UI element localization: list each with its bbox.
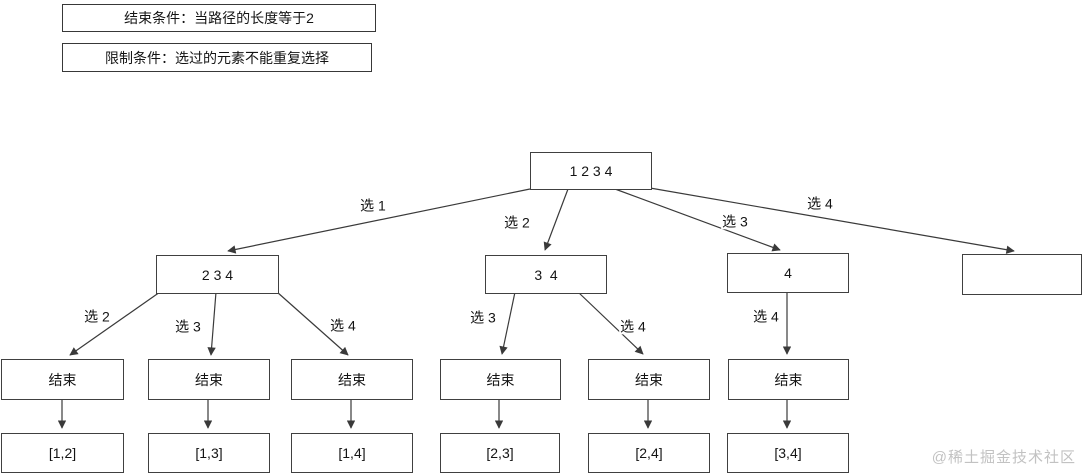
root-node-1234: 1 2 3 4 [530,152,652,190]
edge-234-to-end1 [69,291,161,356]
edge-label-234-pick2: 选 2 [83,308,111,325]
edge-label-pick1: 选 1 [359,197,387,214]
node-empty [962,254,1082,295]
edge-label-34-pick3: 选 3 [469,309,497,326]
end-condition-box: 结束条件：当路径的长度等于2 [62,4,376,32]
edge-label-234-pick3: 选 3 [174,318,202,335]
edge-34-to-end4 [499,291,516,355]
edge-label-234-pick4: 选 4 [329,317,357,334]
result-node-34: [3,4] [727,433,849,473]
node-234: 2 3 4 [156,255,279,294]
edge-label-34-pick4: 选 4 [619,318,647,335]
edge-root-to-34 [543,188,569,251]
juejin-watermark: @稀土掘金技术社区 [931,449,1076,466]
edge-label-pick3: 选 3 [721,213,749,230]
result-node-14: [1,4] [291,433,413,473]
edge-root-to-4 [614,188,781,252]
node-34: 3 4 [485,255,607,294]
edge-root-to-empty [649,187,1015,254]
edge-234-to-end2 [207,291,217,356]
result-node-12: [1,2] [1,433,124,473]
end-node-5: 结束 [588,359,710,400]
edge-label-pick2: 选 2 [503,214,531,231]
edge-234-to-end3 [276,291,349,356]
end-node-1: 结束 [1,359,124,400]
edge-34-to-end5 [577,291,644,355]
end-node-4: 结束 [440,359,561,400]
result-node-23: [2,3] [440,433,560,473]
node-4: 4 [727,253,849,293]
result-node-13: [1,3] [148,433,270,473]
edge-root-to-234 [227,188,531,254]
end-node-6: 结束 [728,359,849,400]
end-node-2: 结束 [148,359,270,400]
end-node-3: 结束 [291,359,413,400]
edge-label-pick4: 选 4 [806,195,834,212]
edge-label-4-pick4: 选 4 [752,308,780,325]
result-node-24: [2,4] [588,433,710,473]
limit-condition-box: 限制条件：选过的元素不能重复选择 [62,43,372,72]
